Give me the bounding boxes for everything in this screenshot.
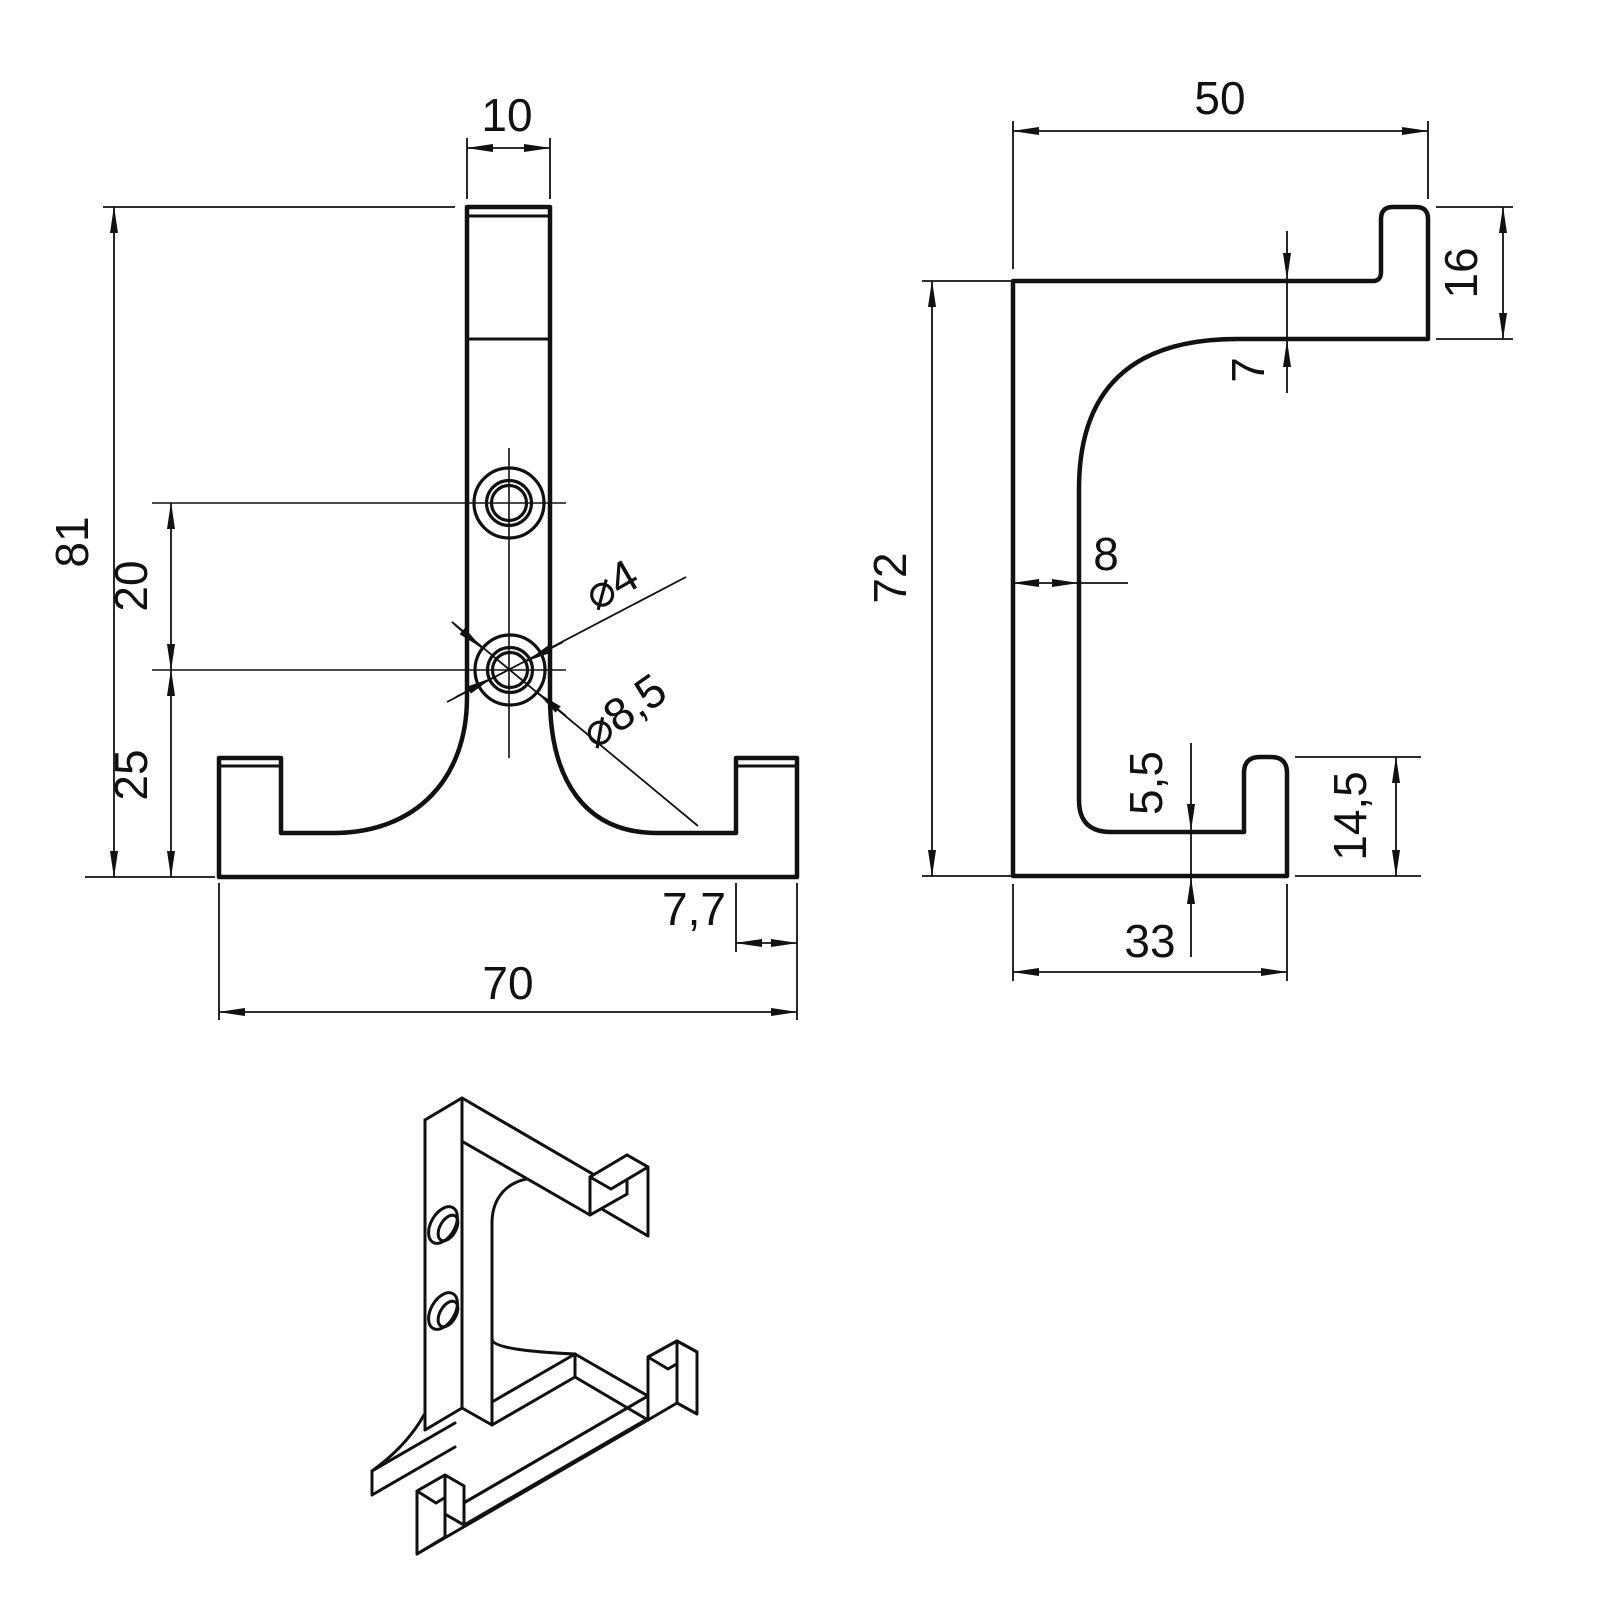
dim-front-counterbore-diameter: ⌀8,5	[571, 663, 676, 758]
iso-lower-hole	[427, 1291, 460, 1331]
ext-line	[1012, 121, 1429, 269]
iso-tip-top	[588, 1153, 650, 1191]
side-view: 50 16 7 72 8 5,5 14,5 33	[864, 72, 1513, 981]
dim-side-arm-thickness: 7	[1222, 357, 1274, 383]
ext-line	[85, 206, 455, 878]
ext-line	[1295, 756, 1421, 877]
dim-side-plate-height: 72	[864, 552, 916, 603]
dim-front-stem-width: 10	[481, 89, 532, 141]
dim-side-total-depth: 50	[1194, 72, 1245, 124]
leader-arrow	[455, 677, 493, 698]
ext-line	[1012, 884, 1288, 981]
iso-web-edges	[370, 1352, 650, 1497]
leader-arrow	[537, 692, 567, 717]
ext-line	[922, 280, 1011, 877]
dim-front-total-height: 81	[46, 516, 98, 567]
iso-right-tab-side	[675, 1339, 699, 1416]
ext-line	[735, 883, 798, 1020]
dim-front-tab-width: 7,7	[662, 883, 726, 935]
iso-upper-hole	[427, 1205, 460, 1245]
iso-left-tab-side	[443, 1473, 466, 1527]
iso-right-flare	[490, 1337, 577, 1356]
dim-front-lower-hole-height: 25	[105, 749, 157, 800]
isometric-view	[370, 1096, 699, 1556]
leader-arrow	[454, 624, 483, 649]
dim-front-hole-diameter: ⌀4	[575, 548, 647, 620]
dim-front-hole-spacing: 20	[105, 560, 157, 611]
leader-cbore-dia	[451, 621, 699, 827]
iso-left-flare	[370, 1413, 426, 1473]
dim-side-tip-height: 16	[1435, 247, 1487, 298]
dim-front-total-width: 70	[482, 957, 533, 1009]
front-outline	[216, 204, 800, 880]
dim-side-lower-tip-height: 14,5	[1324, 771, 1376, 861]
leader-arrow	[526, 641, 564, 662]
dim-side-lower-depth: 33	[1124, 915, 1175, 967]
side-outline	[1010, 204, 1431, 879]
dim-side-lower-arm-thickness: 5,5	[1120, 751, 1172, 815]
front-view: 10 81 20 25 ⌀4 ⌀8,5 7,7 70	[46, 89, 800, 1020]
iso-plate-face	[423, 1096, 464, 1432]
dim-side-plate-thickness: 8	[1093, 528, 1119, 580]
